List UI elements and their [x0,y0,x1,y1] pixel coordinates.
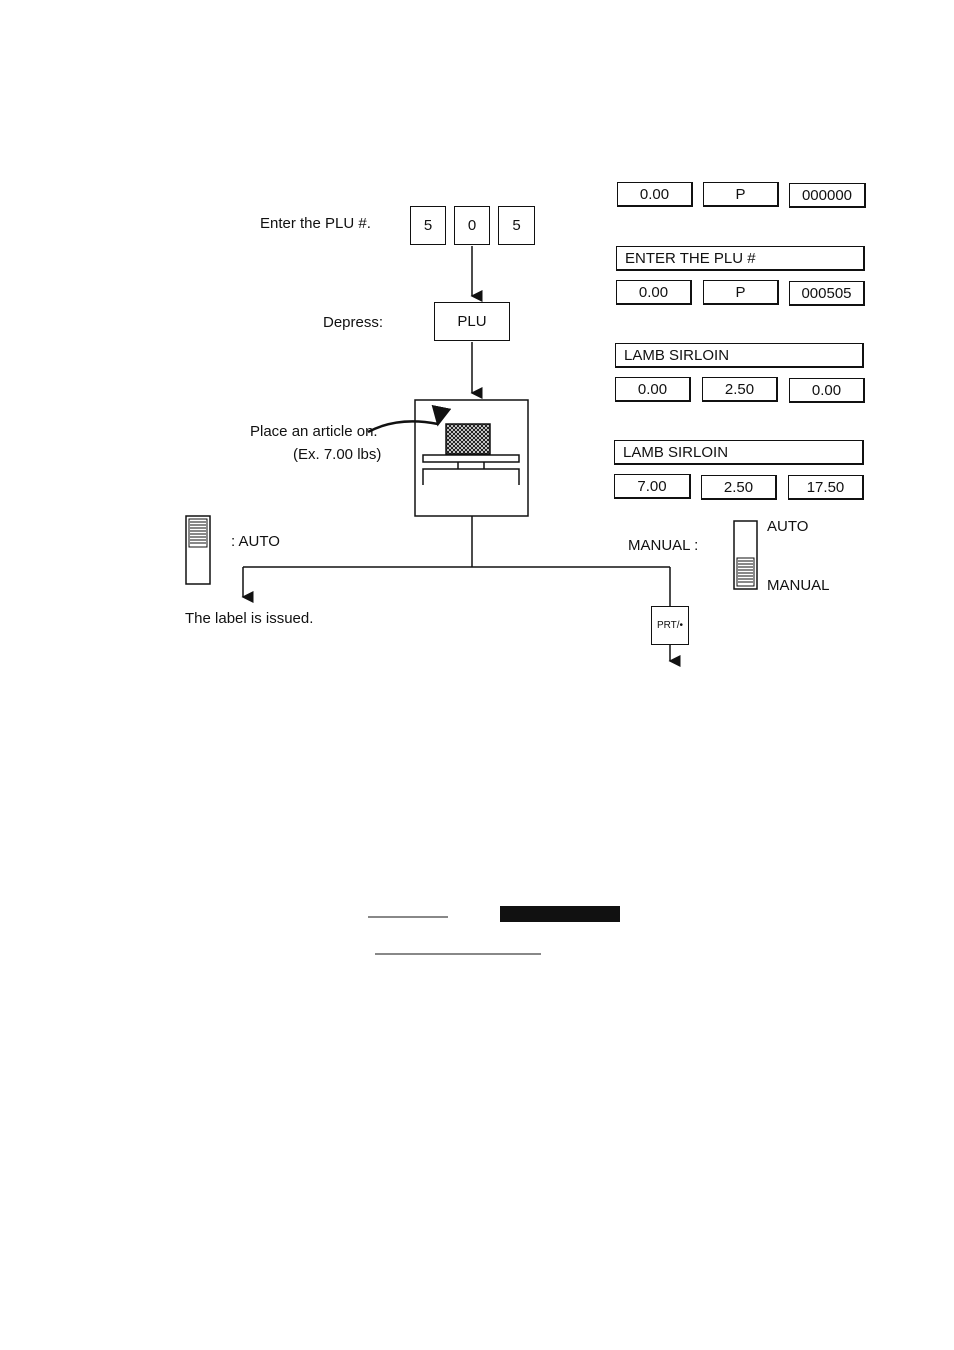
auto-switch-label: : AUTO [231,533,280,550]
total-display: 17.50 [788,475,864,500]
weight-display: 0.00 [616,280,692,305]
weight-display: 7.00 [614,474,691,499]
digit-key-5[interactable]: 5 [410,206,446,245]
unit-price-display: 2.50 [702,377,778,402]
total-display: 0.00 [789,378,865,403]
print-key[interactable]: PRT/• [651,606,689,645]
article-block [446,424,490,454]
item-name-display: LAMB SIRLOIN [615,343,864,368]
label-issued-text: The label is issued. [185,610,313,627]
weight-display: 0.00 [615,377,691,402]
place-article-label: Place an article on. [250,423,378,440]
digit-key-5[interactable]: 5 [498,206,535,245]
depress-label: Depress: [323,314,383,331]
manual-label: MANUAL : [628,537,698,554]
weight-display: 0.00 [617,182,693,207]
example-weight-label: (Ex. 7.00 lbs) [293,446,381,463]
total-display: 000000 [789,183,866,208]
switch-auto-label: AUTO [767,518,808,535]
switch-manual-label: MANUAL [767,577,830,594]
total-display: 000505 [789,281,865,306]
unit-price-display: P [703,182,779,207]
enter-plu-label: Enter the PLU #. [260,215,371,232]
digit-key-0[interactable]: 0 [454,206,490,245]
unit-price-display: P [703,280,779,305]
redaction-bar [500,906,620,922]
plu-key[interactable]: PLU [434,302,510,341]
unit-price-display: 2.50 [701,475,777,500]
item-name-display: LAMB SIRLOIN [614,440,864,465]
message-display: ENTER THE PLU # [616,246,865,271]
scale-platter [423,455,519,462]
